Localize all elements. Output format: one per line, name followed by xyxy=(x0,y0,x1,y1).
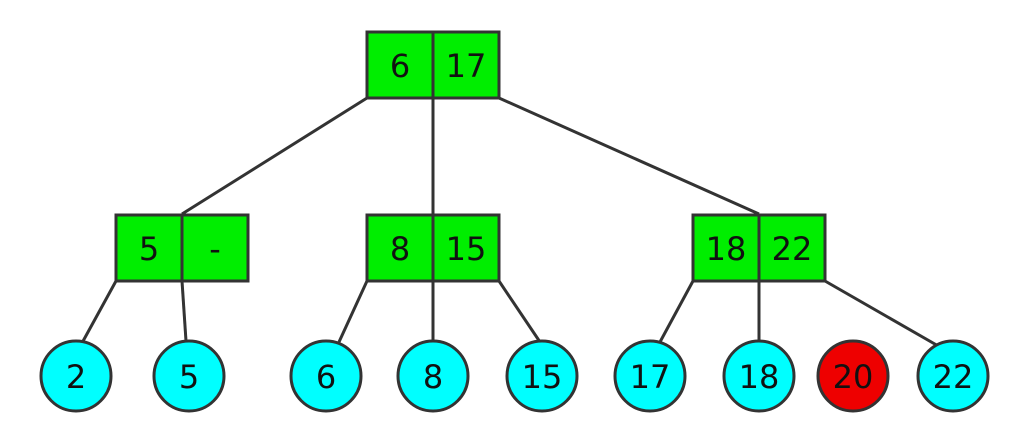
internal-key-label: 18 xyxy=(706,230,747,268)
leaf-node: 6 xyxy=(289,339,363,413)
internal-key-label: 8 xyxy=(390,230,410,268)
internal-node: 5 - xyxy=(114,213,250,283)
edge-node-3-to-leaf-9 xyxy=(824,279,941,349)
leaf-circle xyxy=(505,339,579,413)
internal-key-label: 5 xyxy=(139,230,159,268)
root-key-cell xyxy=(365,30,435,100)
leaf-node: 22 xyxy=(916,339,990,413)
leaf-label: 22 xyxy=(933,358,974,396)
leaf-circle xyxy=(722,339,796,413)
leaf-label: 17 xyxy=(630,358,671,396)
internal-key-label: 15 xyxy=(446,230,487,268)
internal-key-cell xyxy=(365,213,435,283)
leaf-label: 18 xyxy=(739,358,780,396)
internal-key-label: 22 xyxy=(772,230,813,268)
leaf-label: 2 xyxy=(66,358,86,396)
edge-node-1-to-leaf-2 xyxy=(180,280,188,342)
leaf-circle xyxy=(289,339,363,413)
leaf-node: 15 xyxy=(505,339,579,413)
leaf-circle xyxy=(613,339,687,413)
leaf-node: 5 xyxy=(152,339,226,413)
leaf-circle xyxy=(916,339,990,413)
internal-key-cell xyxy=(757,213,827,283)
edge-root-to-node-1 xyxy=(181,96,368,216)
leaf-label: 8 xyxy=(423,358,443,396)
leaf-circle xyxy=(396,339,470,413)
internal-key-cell xyxy=(114,213,184,283)
leaf-label: 15 xyxy=(522,358,563,396)
internal-key-cell xyxy=(180,213,250,283)
leaf-node: 8 xyxy=(396,339,470,413)
root-key-cell xyxy=(431,30,501,100)
internal-node: 8 15 xyxy=(365,213,501,283)
root-key-label: 6 xyxy=(390,47,410,85)
internal-key-label: - xyxy=(209,230,221,268)
leaf-circle xyxy=(816,339,890,413)
leaf-node: 2 xyxy=(39,339,113,413)
leaf-label: 6 xyxy=(316,358,336,396)
internal-node: 18 22 xyxy=(691,213,827,283)
leaf-circle xyxy=(39,339,113,413)
edge-root-to-node-3 xyxy=(498,96,760,216)
leaf-node: 18 xyxy=(722,339,796,413)
edge-node-2-to-leaf-5 xyxy=(497,280,542,343)
edge-node-1-to-leaf-1 xyxy=(80,280,118,344)
root-key-label: 17 xyxy=(446,47,487,85)
leaf-node-highlighted: 20 xyxy=(816,339,890,413)
internal-key-cell xyxy=(431,213,501,283)
edge-node-2-to-leaf-3 xyxy=(337,280,369,343)
leaf-label: 20 xyxy=(833,358,874,396)
leaf-circle xyxy=(152,339,226,413)
leaf-label: 5 xyxy=(179,358,199,396)
root-node: 6 17 xyxy=(365,30,501,100)
edge-node-3-to-leaf-6 xyxy=(658,280,695,343)
leaf-node: 17 xyxy=(613,339,687,413)
